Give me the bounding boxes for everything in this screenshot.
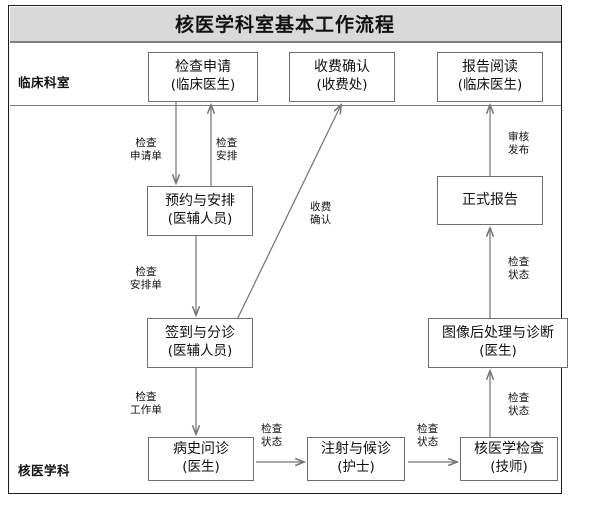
swimlane-label-clinic: 临床科室: [18, 75, 71, 90]
edge-label-exam-status-1: 检查 状态: [261, 423, 282, 449]
edge-label-fee-confirmation: 收费 确认: [310, 201, 331, 227]
node-exam-request[interactable]: 检查申请 (临床医生): [148, 52, 258, 102]
node-label-line1: 注射与候诊: [321, 441, 391, 458]
node-report-read[interactable]: 报告阅读 (临床医生): [437, 52, 543, 102]
node-injection-wait[interactable]: 注射与候诊 (护士): [307, 437, 405, 481]
edge-label-line1: 检查: [261, 423, 283, 435]
edge-label-line2: 发布: [508, 144, 530, 157]
node-label-line1: 预约与安排: [165, 193, 235, 210]
node-label-line2: (临床医生): [170, 77, 236, 94]
edge-label-line2: 安排: [216, 150, 238, 163]
diagram-title-bar: 核医学科室基本工作流程: [9, 6, 561, 43]
node-label-line2: (医生): [182, 459, 220, 476]
node-label-line2: (医辅人员): [167, 343, 233, 360]
node-history-taking[interactable]: 病史问诊 (医生): [148, 437, 254, 481]
edge-label-line2: 状态: [508, 405, 530, 418]
node-label-line1: 检查申请: [175, 59, 231, 76]
edge-label-line2: 状态: [508, 269, 530, 282]
node-nm-exam[interactable]: 核医学检查 (技师): [460, 437, 558, 481]
edge-label-line2: 申请单: [130, 150, 163, 163]
node-label-line1: 核医学检查: [474, 441, 544, 458]
edge-label-line1: 检查: [508, 392, 530, 404]
node-label-line1: 报告阅读: [462, 59, 518, 76]
edge-label-exam-status-2: 检查 状态: [417, 423, 438, 449]
edge-label-line1: 检查: [135, 137, 157, 149]
node-checkin-triage[interactable]: 签到与分诊 (医辅人员): [147, 318, 253, 368]
edge-label-line1: 检查: [417, 423, 439, 435]
page-title: 核医学科室基本工作流程: [174, 14, 395, 36]
edge-label-exam-booking-form: 检查 安排单: [130, 266, 162, 292]
node-booking[interactable]: 预约与安排 (医辅人员): [147, 186, 253, 236]
node-label-line1: 收费确认: [314, 59, 370, 76]
edge-label-line2: 工作单: [130, 404, 163, 417]
edge-label-line2: 确认: [310, 214, 332, 227]
node-fee-confirm[interactable]: 收费确认 (收费处): [289, 52, 395, 102]
edge-label-exam-status-4: 检查 状态: [508, 256, 529, 282]
node-label-line1: 签到与分诊: [165, 325, 235, 342]
node-label-line2: (医辅人员): [167, 211, 233, 228]
node-label-line1: 图像后处理与诊断: [442, 325, 554, 342]
edge-label-line1: 收费: [310, 201, 332, 213]
edge-label-line2: 状态: [417, 436, 439, 449]
edge-label-line1: 检查: [135, 391, 157, 403]
edge-label-line2: 安排单: [130, 279, 163, 292]
node-label-line2: (收费处): [316, 77, 368, 94]
swimlane-divider: [9, 105, 561, 106]
edge-label-review-publish: 审核 发布: [508, 131, 529, 157]
node-postproc-diag[interactable]: 图像后处理与诊断 (医生): [428, 318, 568, 368]
node-formal-report[interactable]: 正式报告: [437, 176, 543, 225]
edge-label-line1: 检查: [135, 266, 157, 278]
edge-label-exam-worksheet: 检查 工作单: [130, 391, 162, 417]
node-label-line2: (医生): [479, 343, 517, 360]
node-label-line2: (技师): [490, 459, 528, 476]
edge-label-exam-request-form: 检查 申请单: [130, 137, 162, 163]
edge-label-line1: 检查: [508, 256, 530, 268]
edge-label-exam-status-3: 检查 状态: [508, 392, 529, 418]
edge-label-line2: 状态: [261, 436, 283, 449]
node-label-line2: (临床医生): [457, 77, 523, 94]
node-label-line1: 病史问诊: [173, 441, 229, 458]
edge-label-line1: 检查: [216, 137, 238, 149]
diagram-frame: [8, 5, 562, 494]
edge-label-exam-arrangement: 检查 安排: [216, 137, 237, 163]
node-label-line2: (护士): [337, 459, 375, 476]
swimlane-label-nuclear: 核医学科: [18, 463, 71, 478]
edge-label-line1: 审核: [508, 131, 530, 143]
node-label-line1: 正式报告: [462, 191, 518, 208]
